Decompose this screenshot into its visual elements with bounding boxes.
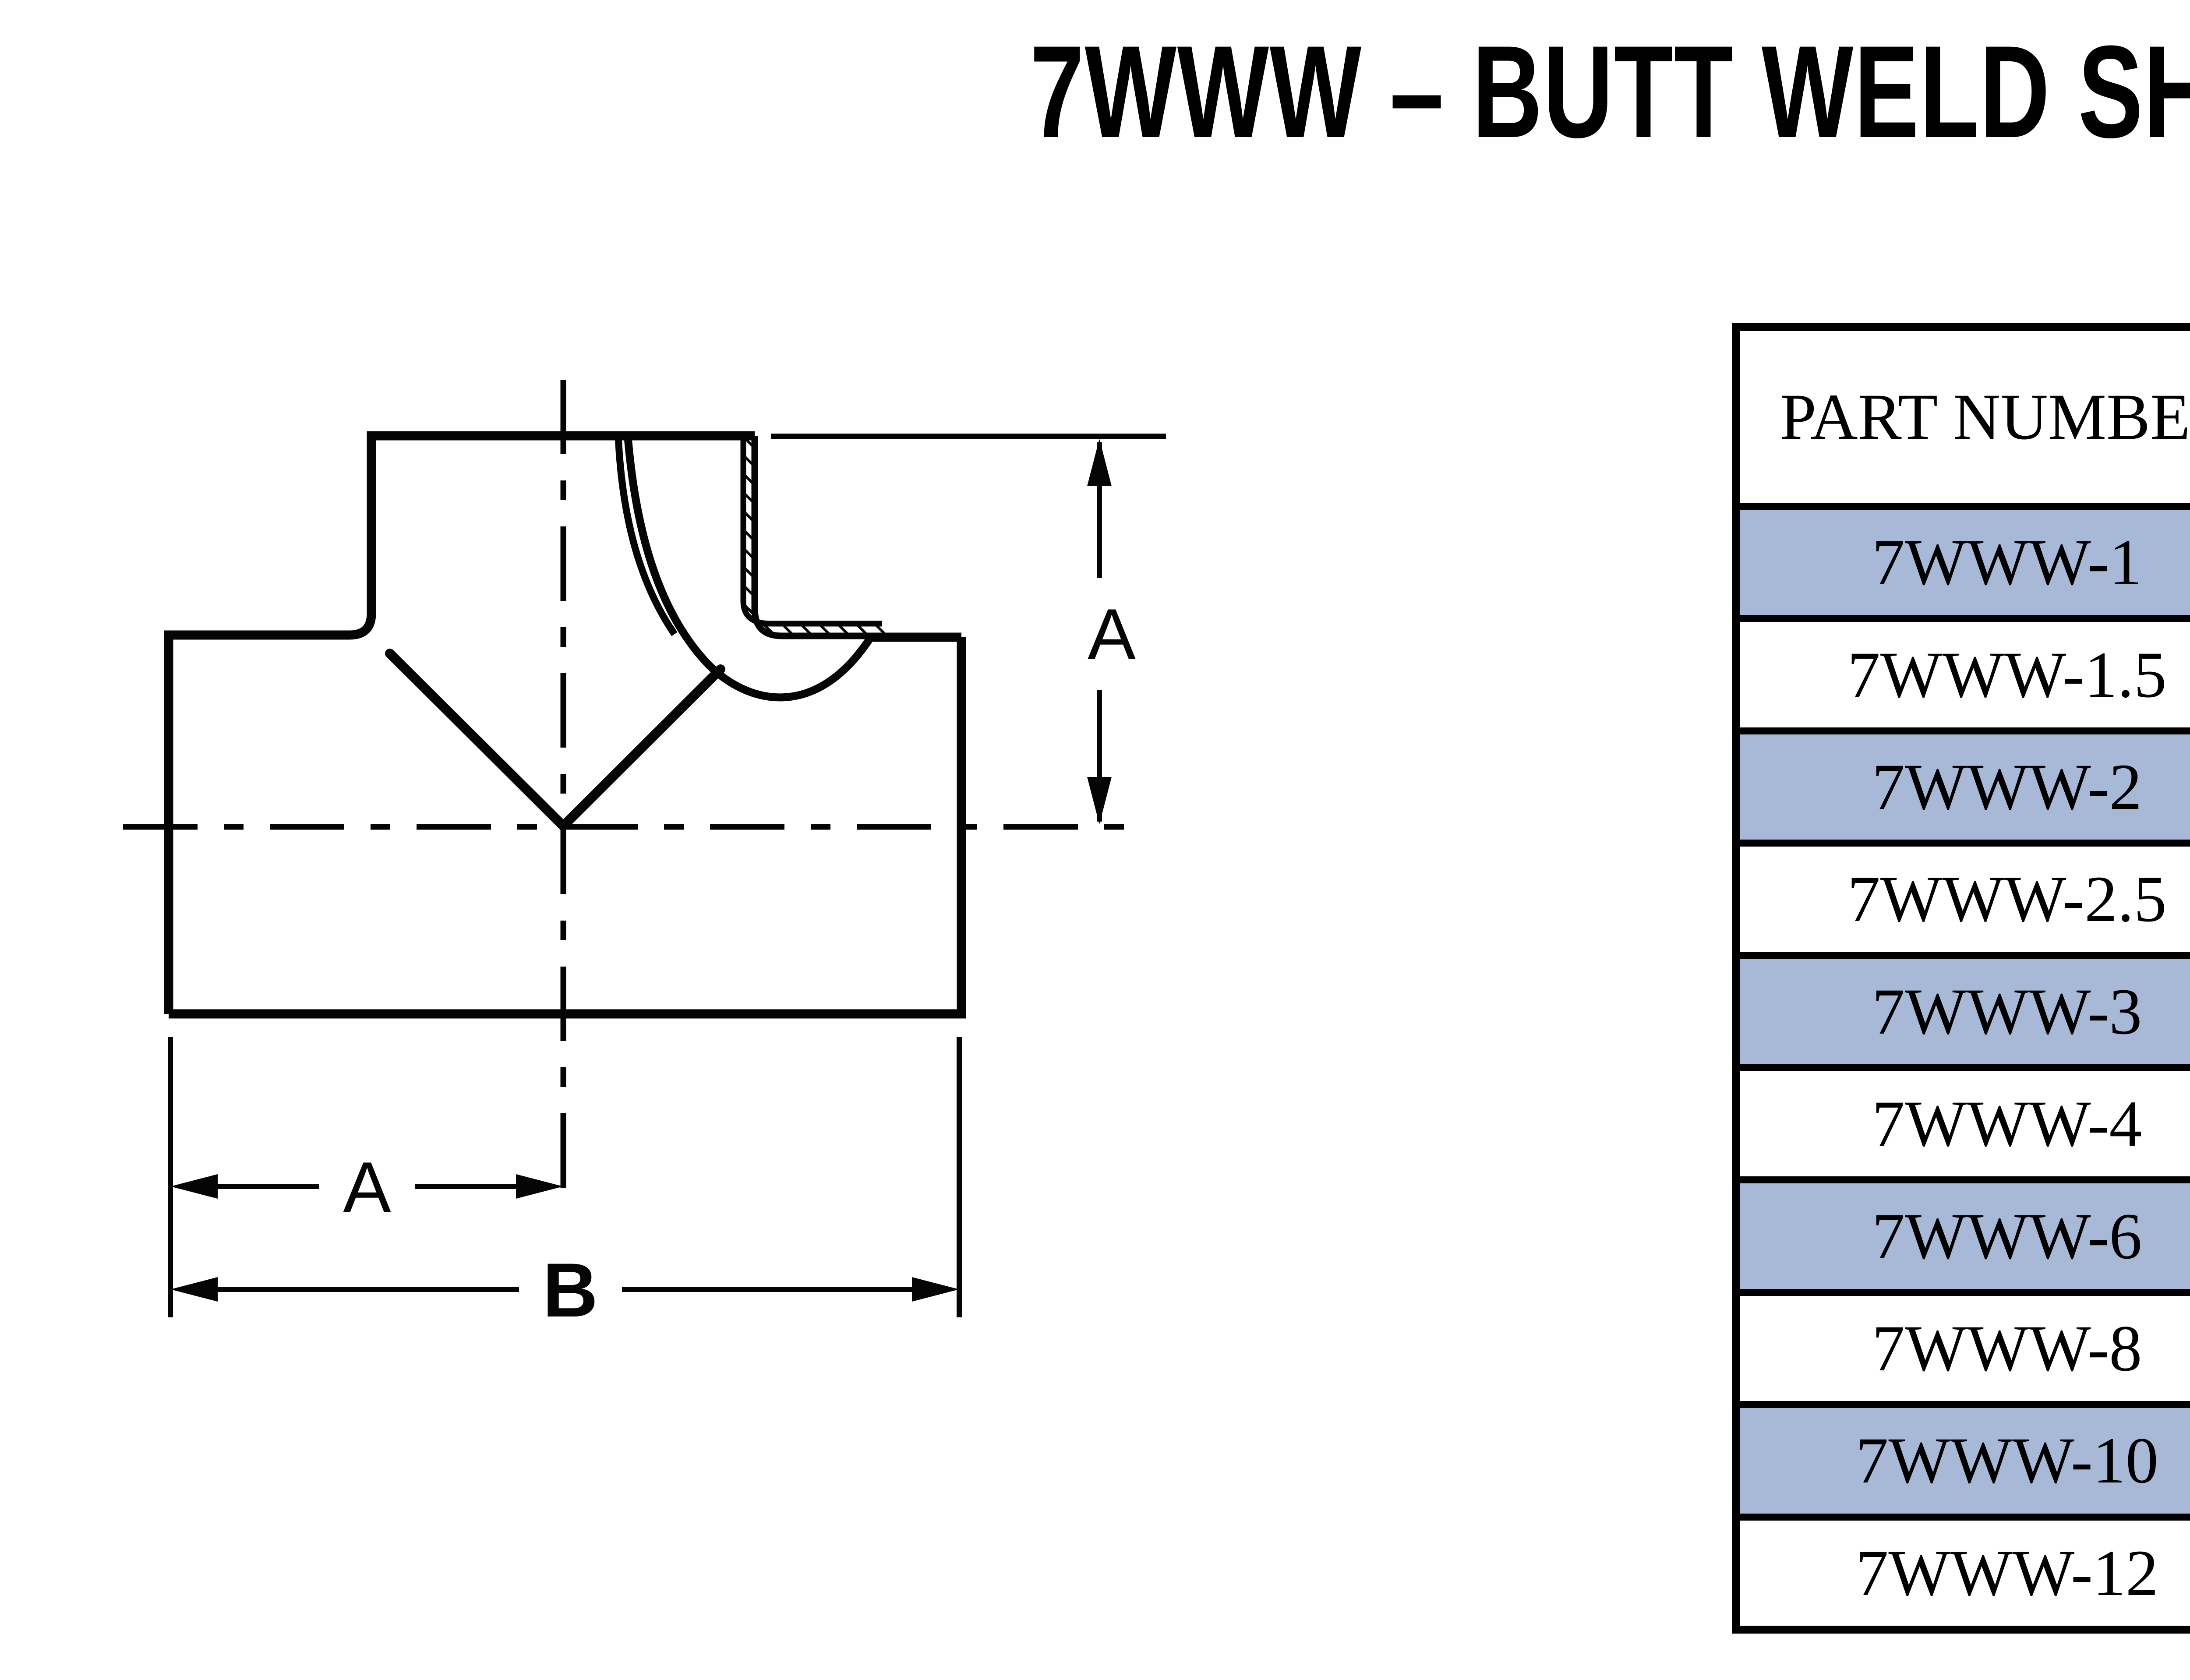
dim-label-b-bottom: B — [543, 1248, 598, 1333]
table-row: 7WWW-2.5 2-1/2 2.344 4.688 — [1740, 847, 2190, 952]
arrowhead-up-icon — [1087, 439, 1112, 486]
table-cell-part-number: 7WWW-4 — [1740, 1071, 2190, 1177]
table-header-row: PART NUMBER SIZE (inches) A (inches) B (… — [1740, 331, 2190, 503]
table-cell-part-number: 7WWW-10 — [1740, 1408, 2190, 1514]
arrowhead-right-icon — [516, 1174, 563, 1199]
table-row: 7WWW-8 8 7.000 14.000 — [1740, 1295, 2190, 1401]
wall-inner-edge — [740, 436, 882, 627]
dim-label-a-bottom: A — [343, 1147, 391, 1228]
table-cell-part-number: 7WWW-12 — [1740, 1520, 2190, 1626]
wall-outer-edge — [751, 436, 885, 639]
arrowhead-left-icon — [170, 1174, 218, 1199]
table-cell-part-number: 7WWW-3 — [1740, 959, 2190, 1065]
table-row: 7WWW-1 1 1.125 2.250 — [1740, 510, 2190, 615]
arrowhead-left-icon — [170, 1277, 218, 1302]
arrowhead-right-icon — [912, 1277, 959, 1302]
arrowhead-down-icon — [1087, 777, 1112, 824]
tee-outline-left — [164, 431, 755, 1014]
table-cell-part-number: 7WWW-1 — [1740, 510, 2190, 615]
table-row: 7WWW-2 2 2.063 4.125 — [1740, 734, 2190, 840]
column-header-label: PART NUMBER — [1780, 381, 2190, 453]
dim-label-a-right: A — [1088, 594, 1136, 674]
bore-intersection-v — [385, 649, 725, 833]
table-row: 7WWW-4 4 3.438 6.875 — [1740, 1071, 2190, 1177]
tee-outline-bottom-right — [169, 637, 966, 1019]
page-title: 7WWW – BUTT WELD SHORT TEE — [1030, 18, 2190, 165]
column-header-part-number: PART NUMBER — [1740, 331, 2190, 503]
table-row: 7WWW-1.5 1-1/2 1.656 3.312 — [1740, 622, 2190, 727]
table-cell-part-number: 7WWW-1.5 — [1740, 622, 2190, 727]
dimensions-table: PART NUMBER SIZE (inches) A (inches) B (… — [1732, 323, 2190, 1634]
crotch-curve-inner — [615, 439, 678, 636]
table-cell-part-number: 7WWW-2 — [1740, 734, 2190, 840]
table-row: 7WWW-10 10 8.500 17.000 — [1740, 1408, 2190, 1514]
table-cell-part-number: 7WWW-8 — [1740, 1295, 2190, 1401]
table-row: 7WWW-12 12 10.000 20.000 — [1740, 1520, 2190, 1626]
table-row: 7WWW-3 3 2.594 5.188 — [1740, 959, 2190, 1065]
table-cell-part-number: 7WWW-2.5 — [1740, 847, 2190, 952]
wall-hatch-fill — [743, 436, 885, 636]
crotch-curve-outer — [624, 439, 874, 702]
table-cell-part-number: 7WWW-6 — [1740, 1183, 2190, 1289]
table-row: 7WWW-6 6 5.625 11.250 — [1740, 1183, 2190, 1289]
